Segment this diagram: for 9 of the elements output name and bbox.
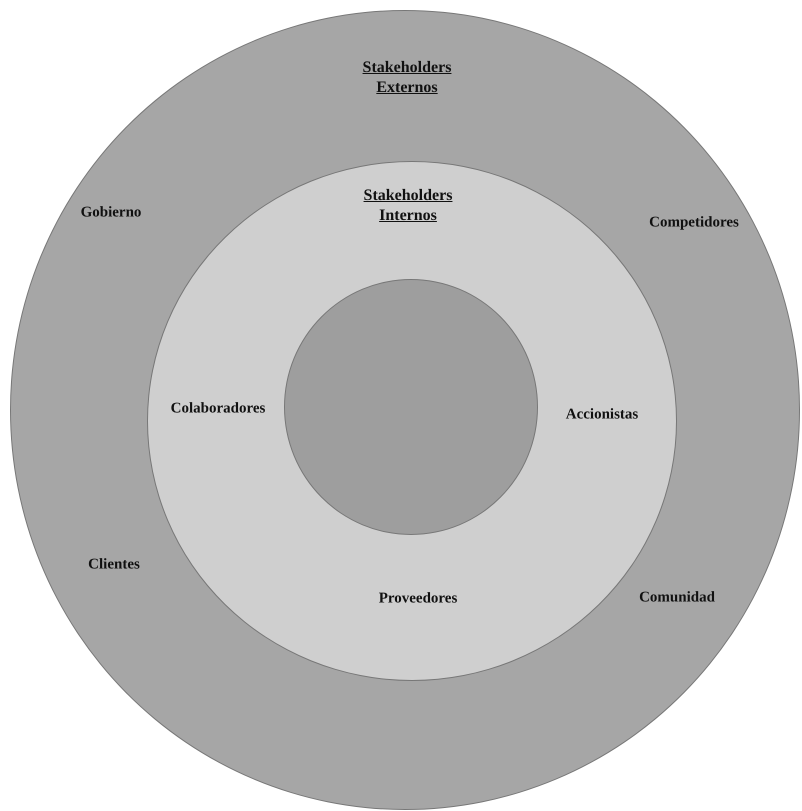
group-heading: Stakeholders Externos [362,58,452,98]
stakeholder-label: Accionistas [566,406,638,424]
stakeholder-label: Comunidad [639,590,715,606]
stakeholder-label: Clientes [88,556,140,574]
stakeholder-label: Gobierno [80,204,142,222]
stakeholder-label: Colaboradores [170,400,266,418]
stakeholder-label: Competidores [649,214,739,232]
stakeholder-label: Proveedores [378,590,458,608]
group-heading: Stakeholders Internos [362,186,454,226]
